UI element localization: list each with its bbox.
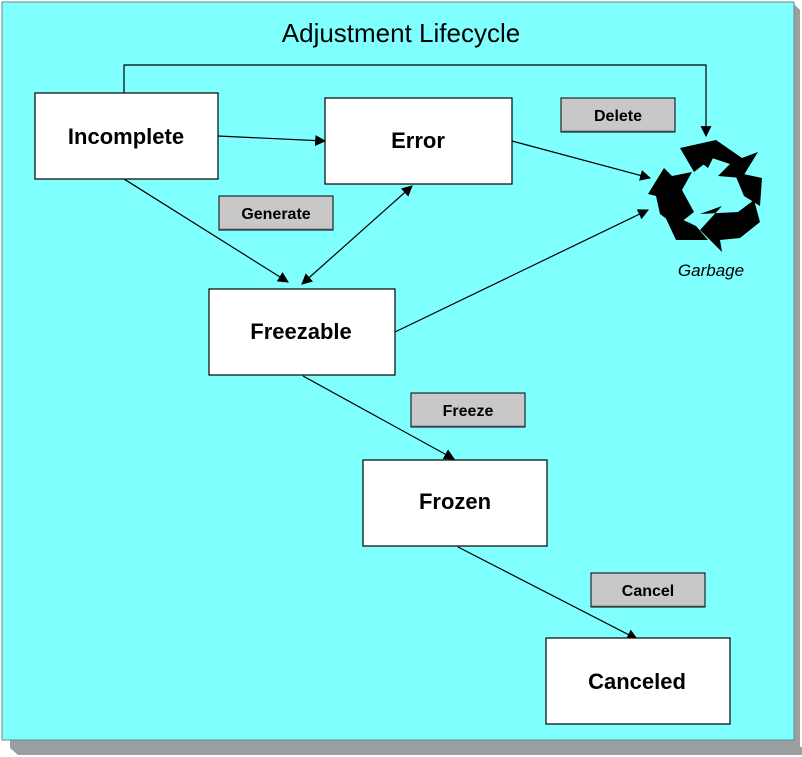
action-cancel: Cancel	[590, 572, 706, 608]
state-error-label: Error	[391, 128, 445, 153]
arrow-freezable-error-bidirectional	[301, 185, 413, 285]
connectors	[123, 64, 712, 640]
action-generate-label: Generate	[241, 206, 310, 223]
arrow-incomplete-to-freezable	[123, 178, 289, 283]
arrow-error-to-garbage	[511, 140, 652, 181]
action-freeze-label: Freeze	[443, 403, 494, 420]
arrow-freezable-to-frozen	[302, 375, 455, 460]
garbage-label: Garbage	[678, 261, 744, 280]
arrow-incomplete-to-garbage	[123, 64, 712, 138]
arrow-incomplete-to-error	[217, 135, 327, 147]
state-canceled: Canceled	[545, 637, 731, 725]
arrow-freezable-to-garbage	[394, 209, 649, 333]
state-freezable-label: Freezable	[250, 319, 352, 344]
state-incomplete-label: Incomplete	[68, 124, 184, 149]
recycle-icon	[648, 140, 762, 252]
action-freeze: Freeze	[410, 392, 526, 428]
panel-shadow	[10, 740, 802, 755]
action-cancel-label: Cancel	[622, 583, 674, 600]
state-incomplete: Incomplete	[34, 92, 219, 180]
arrow-frozen-to-canceled	[457, 546, 638, 640]
state-canceled-label: Canceled	[588, 669, 686, 694]
panel-shadow-right	[794, 4, 800, 748]
action-generate: Generate	[218, 195, 334, 231]
state-frozen: Frozen	[362, 459, 548, 547]
diagram-title: Adjustment Lifecycle	[282, 18, 520, 48]
action-delete: Delete	[560, 97, 676, 133]
action-delete-label: Delete	[594, 108, 642, 125]
state-error: Error	[324, 97, 513, 185]
state-frozen-label: Frozen	[419, 489, 491, 514]
state-freezable: Freezable	[208, 288, 396, 376]
